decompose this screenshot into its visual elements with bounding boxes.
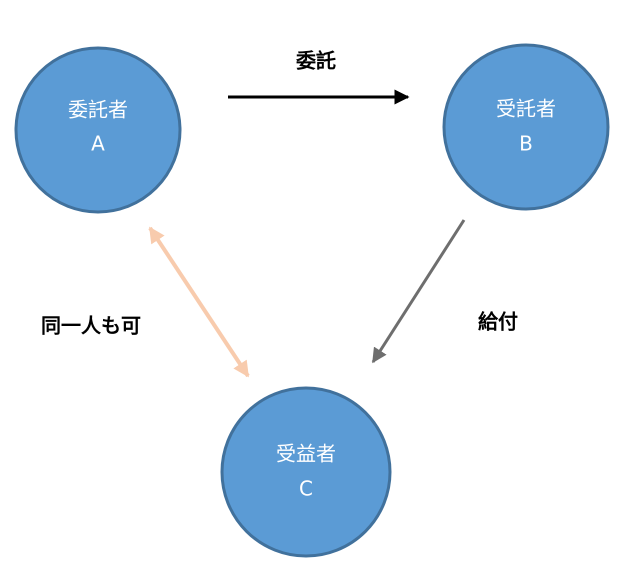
node-trustee: 受託者 B: [442, 43, 610, 211]
settlor-letter: A: [91, 132, 105, 156]
beneficiary-role: 受益者: [276, 442, 336, 466]
node-settlor: 委託者 A: [14, 46, 182, 214]
same-person-arrow: [148, 226, 250, 378]
beneficiary-letter: C: [299, 477, 313, 501]
beneficiary-circle: [220, 386, 392, 558]
consign-label: 委託: [295, 49, 336, 73]
node-beneficiary: 受益者 C: [220, 386, 392, 558]
trustee-role: 受託者: [496, 97, 556, 121]
settlor-circle: [14, 46, 182, 214]
settlor-role: 委託者: [68, 98, 128, 122]
benefit-label: 給付: [478, 310, 518, 334]
trustee-letter: B: [519, 132, 533, 156]
same-person-label: 同一人も可: [41, 314, 141, 338]
benefit-arrow: [371, 219, 466, 364]
trustee-circle: [442, 43, 610, 211]
